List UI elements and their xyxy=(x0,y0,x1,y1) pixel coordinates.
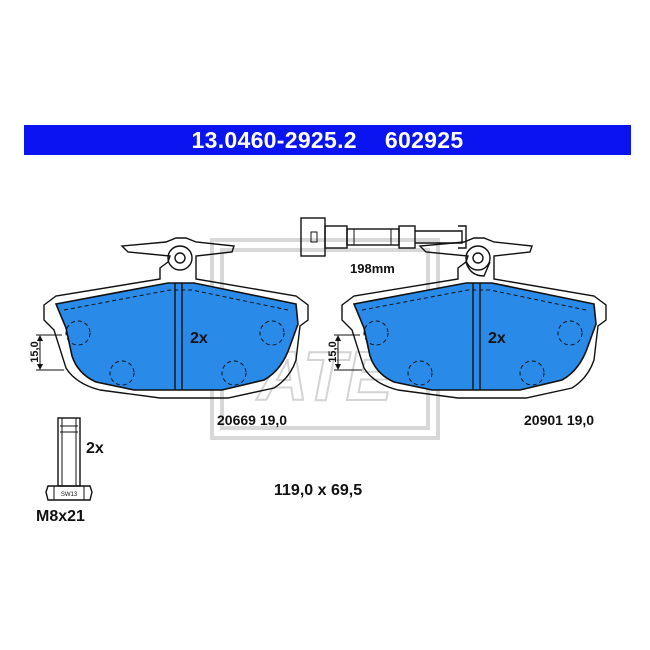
bolt-wrench-size: SW13 xyxy=(61,492,78,498)
bolt-drawing xyxy=(45,417,93,501)
pad-left-thickness: 15,0 xyxy=(29,341,41,362)
brake-pad-left xyxy=(36,237,309,399)
sensor-length-label: 198mm xyxy=(350,261,395,276)
bolt-quantity: 2x xyxy=(86,440,104,457)
pad-left-code: 20669 19,0 xyxy=(217,412,287,428)
part-number: 13.0460-2925.2 xyxy=(191,126,357,153)
pad-left-quantity: 2x xyxy=(190,330,208,347)
pad-right-code: 20901 19,0 xyxy=(524,412,594,428)
pad-right-thickness: 15,0 xyxy=(327,341,339,362)
header-bar: 13.0460-2925.2 602925 xyxy=(24,125,631,155)
brake-pad-right xyxy=(334,237,607,399)
pad-right-quantity: 2x xyxy=(488,330,506,347)
bolt-size: M8x21 xyxy=(36,508,85,525)
reference-number: 602925 xyxy=(384,126,464,153)
pad-dimensions: 119,0 x 69,5 xyxy=(274,482,362,499)
wear-sensor xyxy=(300,217,467,257)
